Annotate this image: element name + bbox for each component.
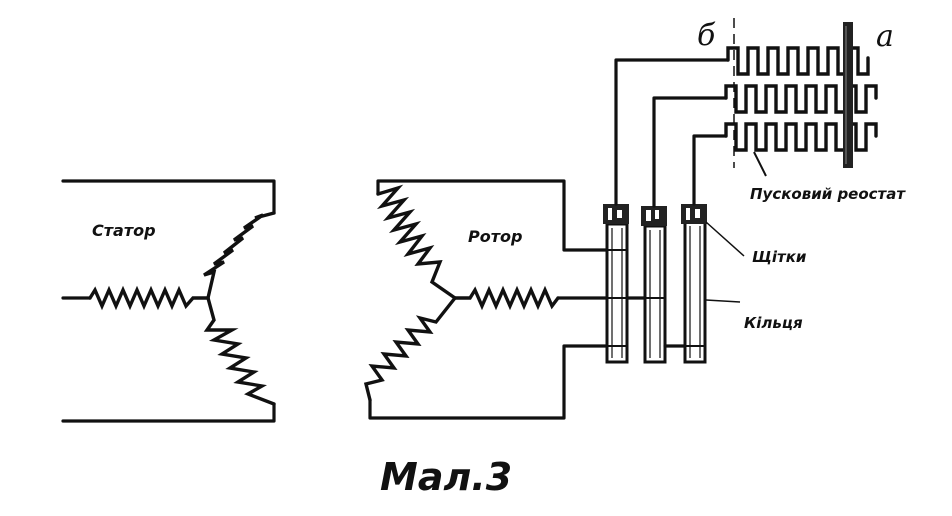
- stator-coil-upper: [203, 211, 276, 300]
- rheostat-pointer: [753, 151, 767, 177]
- brush-1: [603, 204, 629, 224]
- starting-rheostat: [724, 18, 878, 177]
- terminal-b-label: б: [697, 18, 716, 53]
- slip-ring-3: [683, 220, 707, 364]
- rotor-coil-upper: [376, 184, 457, 300]
- stator-line-top: [61, 179, 276, 215]
- terminal-a-label: а: [876, 19, 894, 54]
- lead-2: [652, 96, 728, 208]
- rheostat-slider-bar: [843, 22, 853, 168]
- rotor-coil-lower: [363, 296, 457, 402]
- brush-3: [681, 204, 707, 224]
- brushes-label: Щітки: [752, 248, 807, 266]
- rotor-line-top: [376, 179, 614, 252]
- brush-2: [641, 206, 667, 226]
- rheostat-element-3: [724, 122, 878, 152]
- slip-ring-2: [643, 224, 667, 364]
- stator-line-bottom: [61, 402, 276, 423]
- slip-rings: [605, 220, 707, 364]
- rotor-coil-right: [453, 285, 560, 311]
- brushes-pointer: [705, 221, 745, 257]
- figure-caption: Мал.3: [380, 455, 512, 499]
- lead-1: [614, 58, 730, 206]
- stator-winding: [61, 179, 276, 423]
- rotor-winding: [363, 179, 614, 420]
- stator-label: Статор: [92, 221, 156, 240]
- rotor-line-bottom: [368, 344, 614, 420]
- rheostat-label: Пусковий реостат: [750, 185, 906, 203]
- rotor-label: Ротор: [468, 227, 522, 246]
- rings-label: Кільця: [744, 314, 803, 332]
- stator-coil-left: [88, 285, 210, 311]
- rheostat-element-2: [724, 84, 878, 114]
- lead-3: [692, 134, 728, 206]
- stator-coil-lower: [203, 296, 276, 406]
- rings-pointer: [705, 299, 741, 303]
- slip-ring-1: [605, 222, 629, 364]
- brushes: [603, 204, 707, 226]
